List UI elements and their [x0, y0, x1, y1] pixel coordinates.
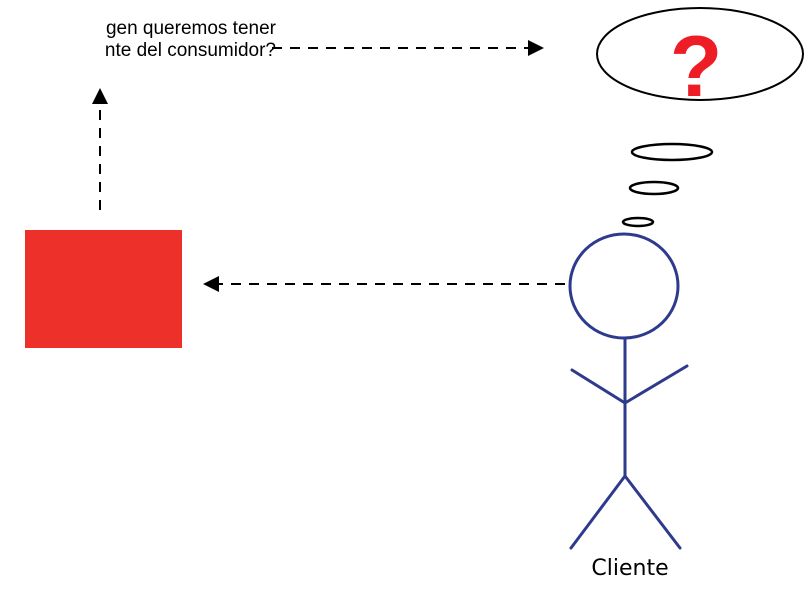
- person-arm-right: [623, 364, 689, 405]
- person-head: [568, 232, 680, 340]
- brand-box: [25, 230, 182, 348]
- thought-bubble: [596, 7, 804, 101]
- thought-trail-medium: [628, 180, 680, 196]
- person-arm-left: [570, 368, 627, 405]
- question-text-line-2: nte del consumidor?: [104, 40, 276, 61]
- question-text-line-1: gen queremos tener: [105, 18, 276, 39]
- person-leg-right: [623, 474, 682, 550]
- question-mark-icon: ?: [670, 19, 723, 115]
- question-text: gen queremos tener nte del consumidor?: [0, 18, 276, 62]
- person-leg-left: [569, 474, 627, 550]
- person-label: Cliente: [591, 556, 669, 581]
- thought-trail-small: [621, 216, 655, 228]
- thought-trail-large: [630, 142, 714, 162]
- stick-figure: [568, 232, 689, 550]
